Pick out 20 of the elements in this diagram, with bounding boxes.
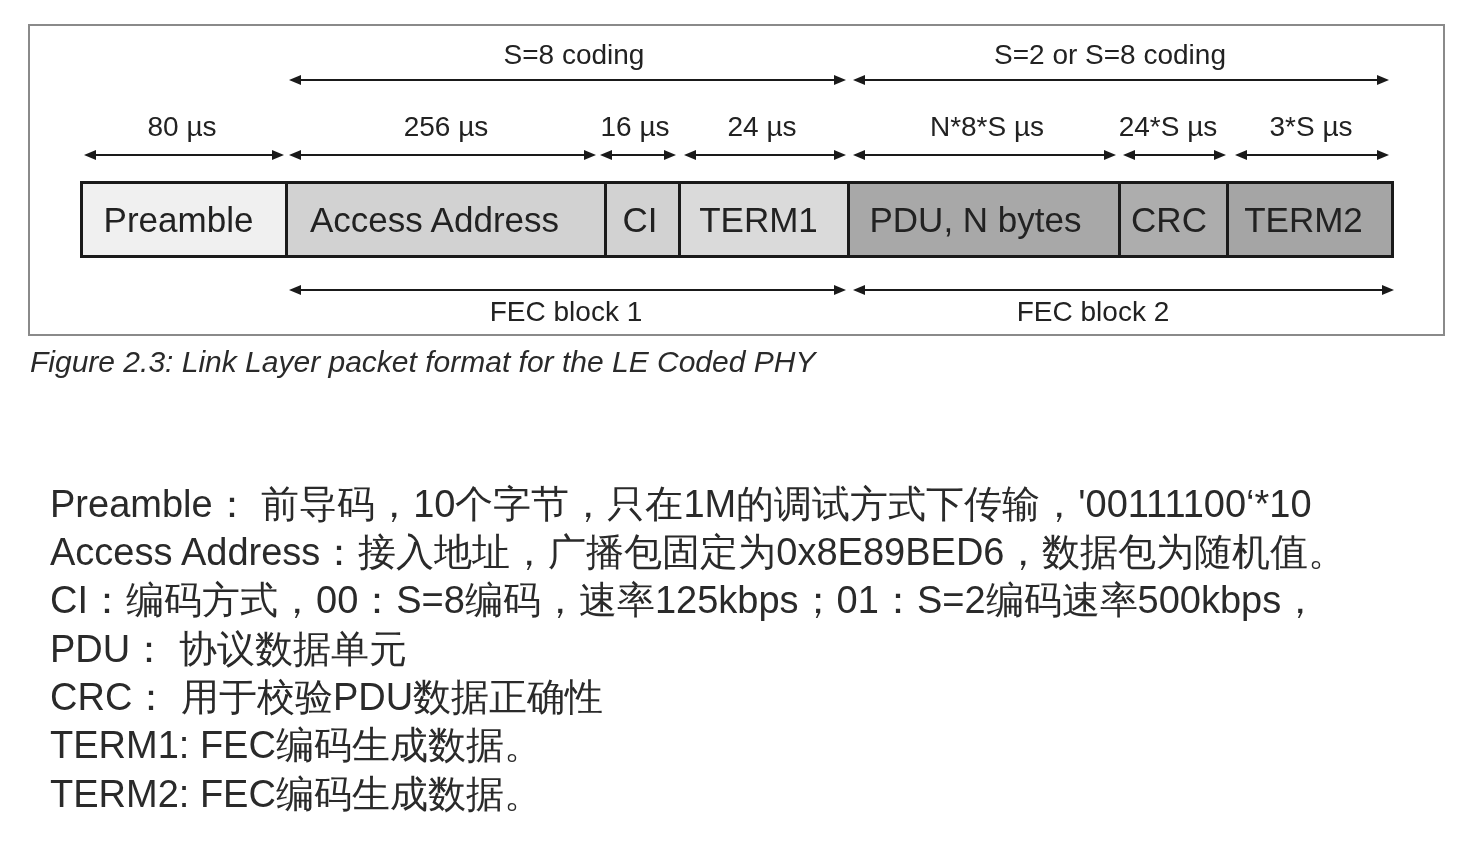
description-text: CI：编码方式，00：S=8编码，速率125kbps；01：S=2编码速率500kbps， [50,578,1320,624]
dimension-label: 24*S µs [1118,110,1218,144]
description-text: Access Address：接入地址，广播包固定为0x8E89BED6，数据包为随机值。 [50,530,1347,576]
description-text: TERM1: FEC编码生成数据。 [50,723,542,769]
dimension-label: S=2 or S=8 coding [994,38,1226,72]
dimension-label: 3*S µs [1269,110,1353,144]
description-text: PDU： 协议数据单元 [50,627,407,673]
description-text: CRC： 用于校验PDU数据正确性 [50,675,604,721]
description-text: TERM2: FEC编码生成数据。 [50,772,542,818]
packet-field: Preamble [79,181,288,258]
dimension-label: 256 µs [403,110,489,144]
dimension-label: 80 µs [147,110,217,144]
dimension-label: 24 µs [727,110,797,144]
figure-caption: Figure 2.3: Link Layer packet format for the LE Coded PHY [30,344,816,380]
dimension-label: S=8 coding [503,38,645,72]
description-text: Preamble： 前导码，10个字节，只在1M的调试方式下传输，'00111100‘*10 [50,482,1312,528]
dimension-label: FEC block 1 [489,295,643,329]
dimension-label: FEC block 2 [1016,295,1170,329]
dimension-label: N*8*S µs [929,110,1045,144]
dimension-label: 16 µs [600,110,670,144]
